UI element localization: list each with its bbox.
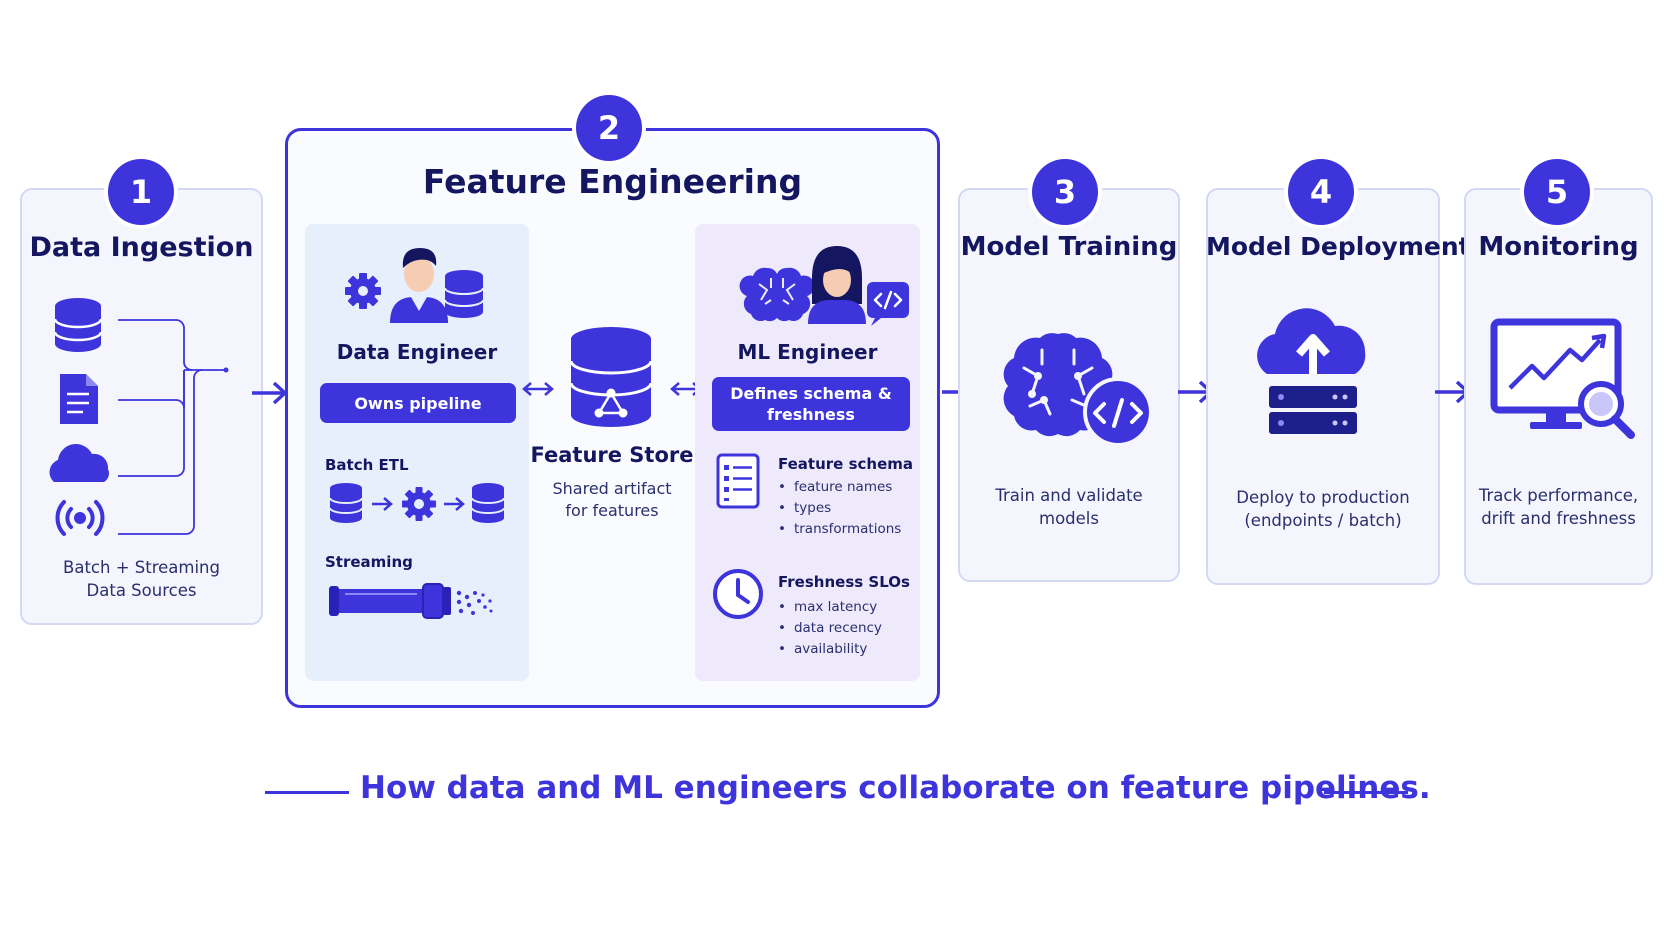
bidirectional-arrow-left	[522, 382, 554, 396]
streaming-pipe-graphic	[329, 583, 493, 619]
ml-engineer-illustration	[739, 246, 909, 326]
ml-engineer-role: ML Engineer	[737, 340, 878, 364]
code-icon	[1083, 377, 1153, 447]
list-item: data recency	[778, 618, 882, 639]
stage-title-deployment: Model Deployment	[1206, 232, 1471, 261]
ingestion-caption: Batch + Streaming Data Sources	[63, 558, 220, 600]
footer-rule-left	[265, 791, 349, 794]
clock-icon	[713, 569, 763, 619]
database-icon	[329, 483, 363, 523]
step-badge-2: 2	[576, 95, 642, 161]
batch-etl-label: Batch ETL	[325, 456, 409, 474]
footer-rule-right	[1324, 791, 1408, 794]
step-badge-3: 3	[1032, 159, 1098, 225]
list-item: availability	[778, 639, 882, 660]
training-caption: Train and validate models	[995, 486, 1143, 528]
feature-schema-title: Feature schema	[778, 455, 913, 473]
defines-schema-pill: Defines schema & freshness	[712, 377, 910, 431]
cloud-icon	[49, 444, 109, 482]
deployment-illustration	[1257, 308, 1366, 434]
server-icon	[1269, 386, 1357, 434]
gear-icon	[345, 273, 381, 309]
pipe-icon	[329, 583, 451, 619]
footer-caption: How data and ML engineers collaborate on…	[360, 770, 1431, 806]
person-icon	[390, 248, 448, 323]
monitoring-illustration	[1490, 318, 1635, 439]
list-item: feature names	[778, 477, 901, 498]
stream-signal-icon	[55, 500, 105, 536]
training-brain-illustration	[1003, 333, 1153, 447]
feature-schema-list: feature names types transformations	[778, 477, 901, 540]
freshness-slos-list: max latency data recency availability	[778, 597, 882, 660]
ingestion-sources-graphic	[49, 298, 229, 536]
stage-title-monitoring: Monitoring	[1478, 232, 1639, 262]
document-icon	[60, 374, 98, 424]
data-engineer-role: Data Engineer	[336, 340, 498, 364]
gear-icon	[402, 487, 436, 521]
batch-etl-graphic	[329, 483, 505, 523]
brain-icon	[739, 267, 815, 322]
list-item: transformations	[778, 519, 901, 540]
checklist-icon	[716, 453, 760, 509]
list-item: max latency	[778, 597, 882, 618]
step-badge-1: 1	[108, 159, 174, 225]
list-item: types	[778, 498, 901, 519]
stage-title-feature-engineering: Feature Engineering	[422, 162, 803, 201]
database-icon	[471, 483, 505, 523]
stage-title-ingestion: Data Ingestion	[29, 232, 254, 263]
step-badge-4: 4	[1288, 159, 1354, 225]
arrow-ingestion-to-feature	[252, 381, 287, 405]
stage-title-training: Model Training	[960, 232, 1178, 262]
feature-store-database-icon	[569, 327, 653, 427]
deployment-caption: Deploy to production (endpoints / batch)	[1236, 488, 1410, 530]
freshness-slos-title: Freshness SLOs	[778, 573, 910, 591]
data-engineer-illustration	[345, 248, 484, 323]
code-icon	[867, 282, 909, 326]
magnifier-icon	[1578, 381, 1635, 439]
owns-pipeline-pill: Owns pipeline	[320, 383, 516, 423]
database-icon	[53, 298, 103, 352]
feature-store-caption: Shared artifact for features	[552, 479, 672, 520]
person-icon	[808, 246, 866, 324]
streaming-label: Streaming	[325, 553, 413, 571]
feature-store-title: Feature Store	[530, 443, 694, 467]
monitoring-caption: Track performance, drift and freshness	[1478, 486, 1639, 528]
database-icon	[444, 270, 484, 318]
cloud-upload-icon	[1257, 308, 1366, 374]
step-badge-5: 5	[1524, 159, 1590, 225]
